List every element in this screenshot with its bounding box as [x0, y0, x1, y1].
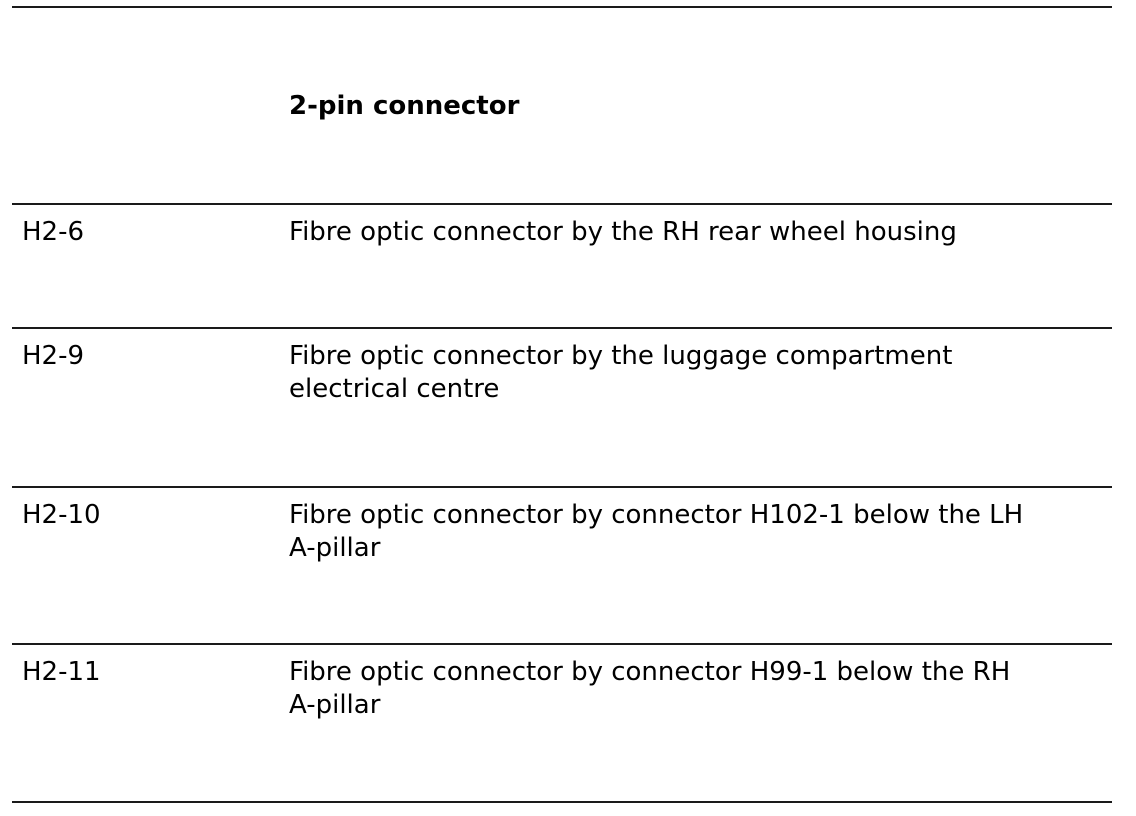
connector-description-line: Fibre optic connector by the luggage com…: [289, 341, 953, 371]
row-divider: [12, 486, 1112, 488]
row-divider: [12, 643, 1112, 645]
connector-description-line: Fibre optic connector by the RH rear whe…: [289, 217, 957, 247]
connector-code: H2-10: [22, 500, 101, 530]
connector-code: H2-6: [22, 217, 85, 247]
connector-description-line: electrical centre: [289, 374, 500, 404]
connector-description-line: Fibre optic connector by connector H99-1…: [289, 657, 1011, 687]
connector-code: H2-9: [22, 341, 85, 371]
connector-description-line: A-pillar: [289, 690, 381, 720]
row-divider: [12, 327, 1112, 329]
connector-description-line: A-pillar: [289, 533, 381, 563]
connector-description-line: Fibre optic connector by connector H102-…: [289, 500, 1024, 530]
row-divider: [12, 203, 1112, 205]
connector-code: H2-11: [22, 657, 101, 687]
table-heading: 2-pin connector: [289, 91, 520, 121]
table-bottom-rule: [12, 801, 1112, 803]
table-top-rule: [12, 6, 1112, 8]
